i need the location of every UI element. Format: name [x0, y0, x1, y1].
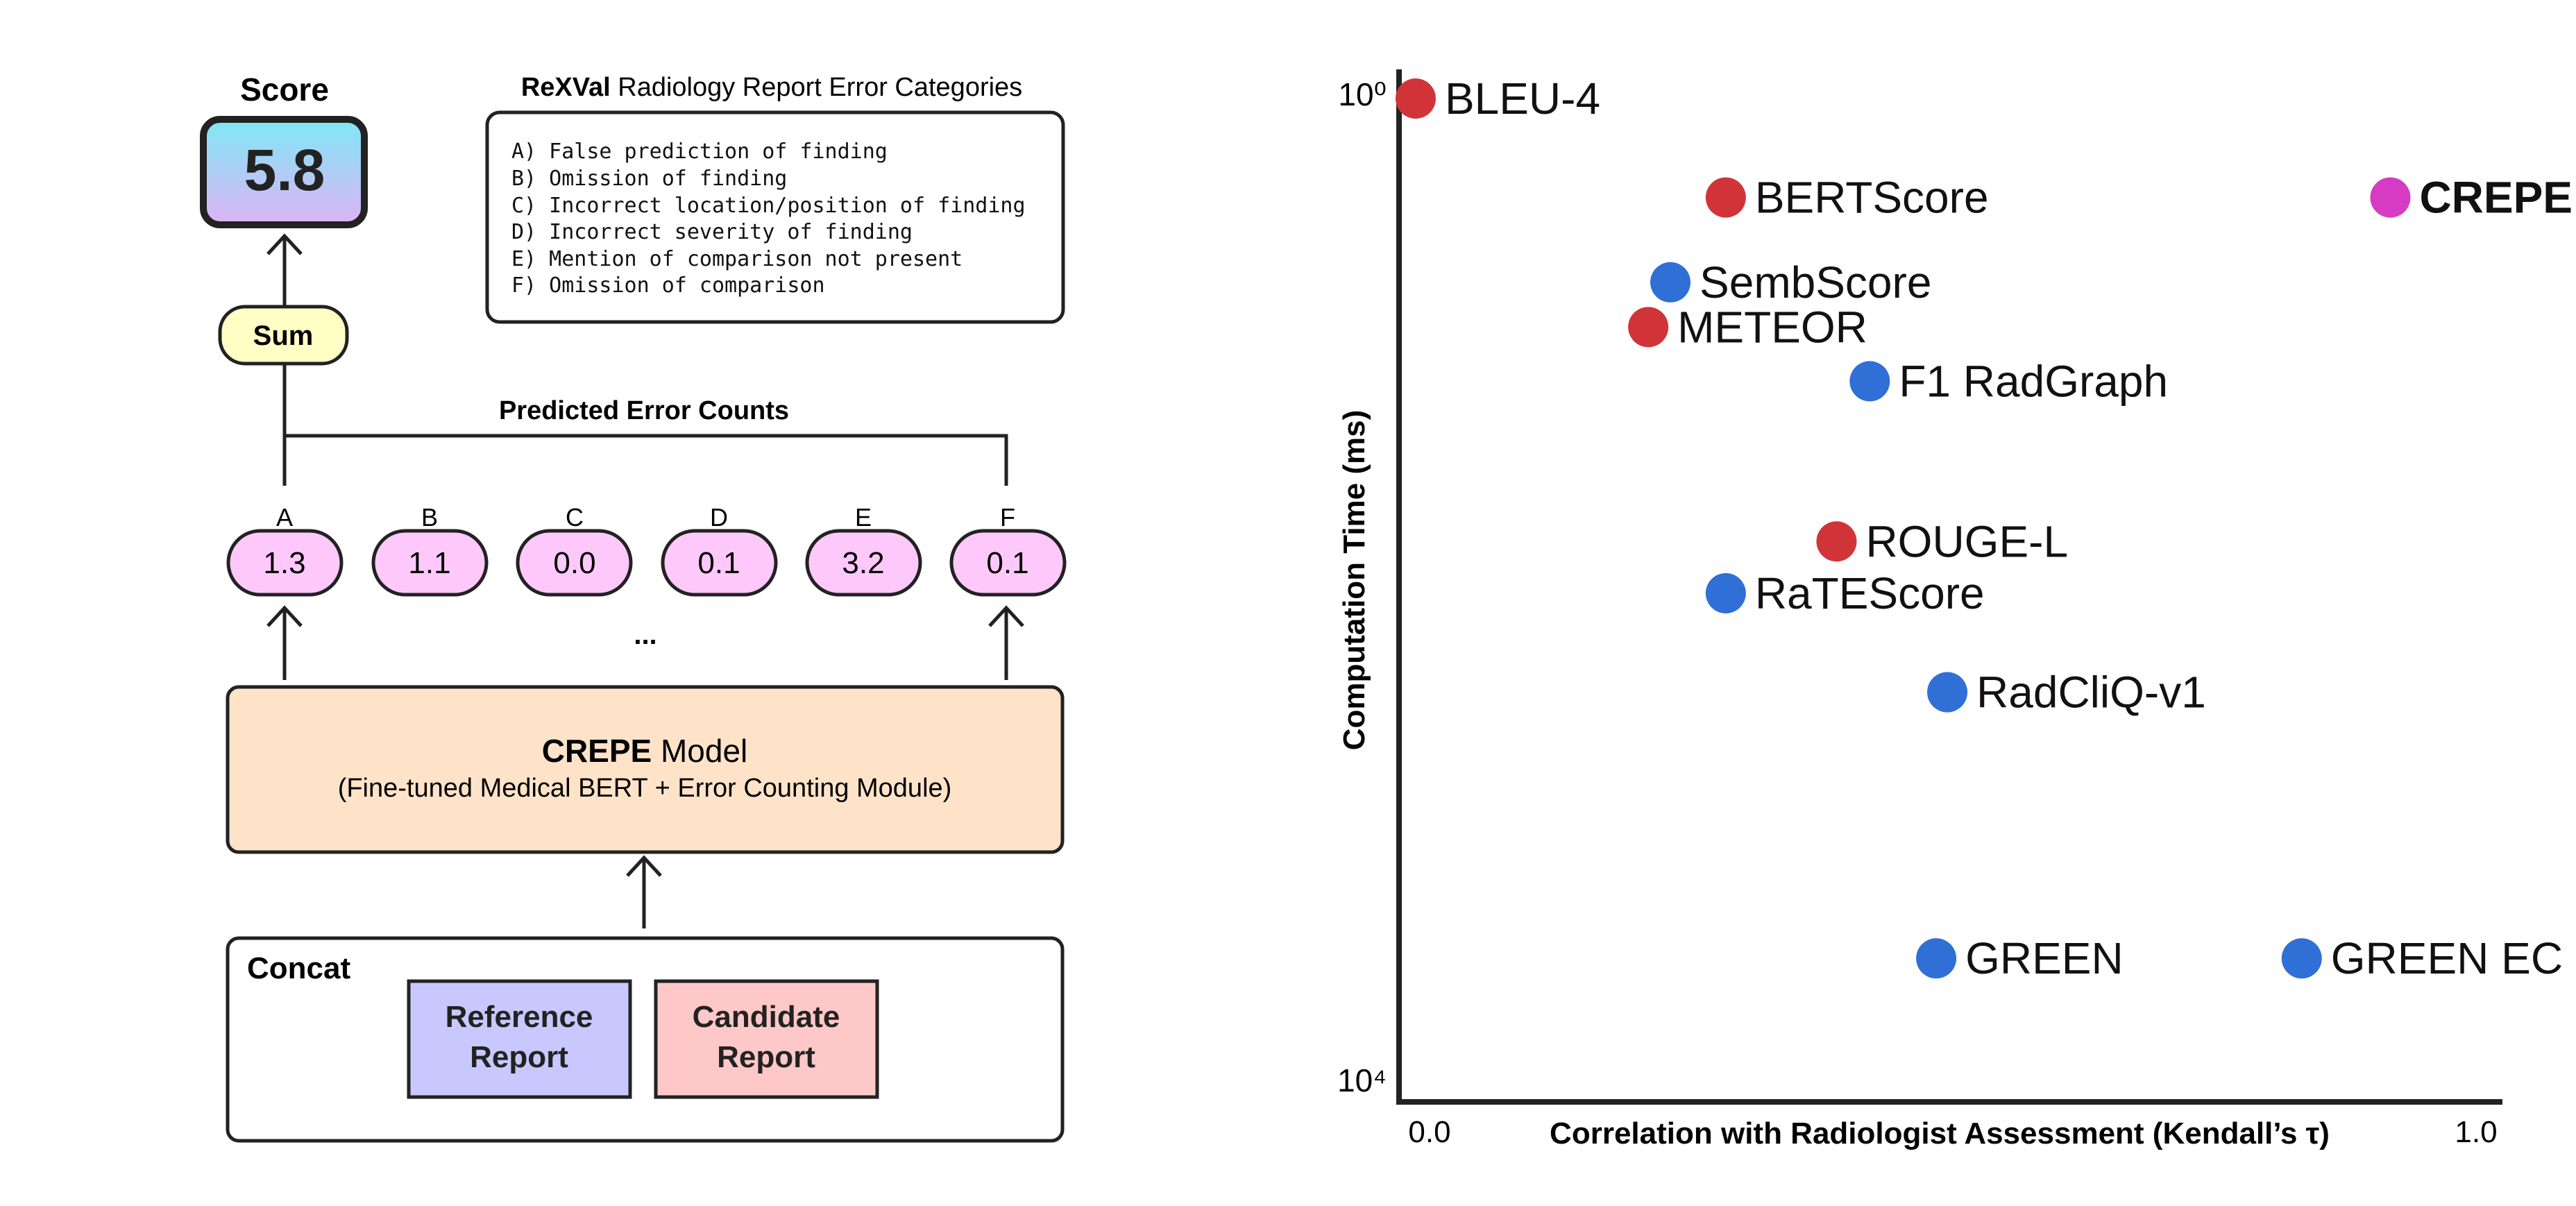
predicted-error-counts-label: Predicted Error Counts [499, 396, 789, 425]
categories-box [485, 110, 1065, 324]
point-label: SembScore [1700, 257, 1931, 307]
count-pills: A 1.3 B 1.1 C 0.0 D 0.1 E 3.2 F 0.1 [226, 503, 1067, 597]
point-label: ROUGE-L [1865, 516, 2068, 566]
crepe-model-box [226, 685, 1065, 854]
point-label: BERTScore [1755, 173, 1989, 223]
score-box [200, 116, 368, 228]
model-name: CREPE Model [542, 733, 748, 769]
arrow-concat-to-model [626, 855, 662, 928]
point-marker [1705, 572, 1746, 613]
point-label: METEOR [1677, 302, 1867, 352]
data-point-sembscore: SembScore [1650, 257, 1931, 307]
point-marker [1650, 262, 1691, 303]
count-pill-shape [371, 529, 489, 597]
y-tick-bottom: 10⁴ [1337, 1062, 1387, 1098]
point-label: RadCliQ-v1 [1976, 668, 2206, 717]
data-point-bertscore: BERTScore [1705, 173, 1989, 223]
point-label: BLEU-4 [1445, 74, 1600, 124]
point-label: CREPE [2419, 173, 2573, 223]
count-value: 1.3 [263, 546, 305, 580]
chart-axes [1396, 69, 2502, 1105]
point-label: GREEN [1965, 933, 2124, 983]
y-axis-label: Computation Time (ms) [1337, 410, 1371, 751]
data-point-f1-radgraph: F1 RadGraph [1849, 356, 2168, 406]
point-marker [2281, 938, 2322, 979]
category-item: F) Omission of comparison [511, 273, 825, 298]
count-letter: E [855, 503, 872, 532]
point-marker [1916, 938, 1957, 979]
count-pill-d: D 0.1 [661, 503, 778, 597]
count-letter: A [276, 503, 293, 532]
count-value: 3.2 [842, 546, 884, 580]
category-item: B) Omission of finding [511, 167, 787, 191]
x-axis-label: Correlation with Radiologist Assessment … [1550, 1116, 2330, 1150]
point-marker [1849, 361, 1890, 402]
count-pill-shape [949, 529, 1067, 597]
data-point-radcliq-v1: RadCliQ-v1 [1927, 668, 2206, 717]
category-item: E) Mention of comparison not present [511, 247, 963, 271]
point-label: F1 RadGraph [1899, 356, 2168, 406]
point-marker [1705, 177, 1746, 218]
point-marker [1395, 78, 1436, 119]
data-point-green: GREEN [1916, 933, 2124, 983]
count-pill-shape [226, 529, 344, 597]
concat-label: Concat [247, 951, 350, 985]
count-letter: B [421, 503, 438, 532]
point-marker [2370, 177, 2411, 218]
reference-report-box [407, 979, 632, 1099]
count-pill-b: B 1.1 [371, 503, 489, 597]
data-point-crepe: CREPE [2370, 173, 2573, 223]
data-point-rouge-l: ROUGE-L [1816, 516, 2068, 566]
count-letter: F [1000, 503, 1015, 532]
candidate-report-box [654, 979, 879, 1099]
count-pill-a: A 1.3 [226, 503, 344, 597]
count-value: 0.1 [697, 546, 740, 580]
count-pill-shape [516, 529, 633, 597]
concat-box [226, 936, 1065, 1143]
category-item: C) Incorrect location/position of findin… [511, 194, 1026, 218]
sum-label: Sum [253, 321, 314, 351]
ellipsis: ... [634, 620, 656, 650]
category-item: D) Incorrect severity of finding [511, 220, 913, 244]
crepe-architecture-diagram: Score 5.8 Sum Predicted Error Counts ReX… [200, 71, 1067, 1143]
count-letter: D [710, 503, 728, 532]
category-item: A) False prediction of finding [511, 139, 888, 164]
count-pill-shape [805, 529, 922, 597]
count-pill-c: C 0.0 [516, 503, 633, 597]
y-tick-top: 10⁰ [1338, 76, 1387, 112]
model-description: (Fine-tuned Medical BERT + Error Countin… [338, 774, 952, 803]
count-pill-e: E 3.2 [805, 503, 922, 597]
data-point-ratescore: RaTEScore [1705, 568, 1985, 618]
x-tick-right: 1.0 [2455, 1115, 2497, 1149]
point-label: GREEN EC [2331, 933, 2563, 983]
count-pill-f: F 0.1 [949, 503, 1067, 597]
count-value: 0.0 [553, 546, 595, 580]
x-tick-left: 0.0 [1408, 1115, 1450, 1149]
count-value: 0.1 [986, 546, 1028, 580]
arrow-sum-to-score [266, 233, 303, 307]
data-point-meteor: METEOR [1628, 302, 1867, 352]
score-value: 5.8 [244, 137, 325, 203]
point-marker [1816, 521, 1857, 562]
count-pill-shape [661, 529, 778, 597]
data-point-green-ec: GREEN EC [2281, 933, 2563, 983]
point-marker [1927, 672, 1968, 713]
arrows-model-to-counts [266, 605, 1024, 680]
sum-bracket [282, 364, 1008, 486]
point-marker [1628, 307, 1669, 348]
count-value: 1.1 [408, 546, 450, 580]
score-title: Score [240, 71, 329, 108]
data-point-bleu-4: BLEU-4 [1395, 74, 1600, 124]
point-label: RaTEScore [1755, 568, 1985, 618]
count-letter: C [566, 503, 584, 532]
categories-title: ReXVal Radiology Report Error Categories [521, 73, 1022, 102]
categories-list: A) False prediction of finding B) Omissi… [511, 139, 1026, 298]
